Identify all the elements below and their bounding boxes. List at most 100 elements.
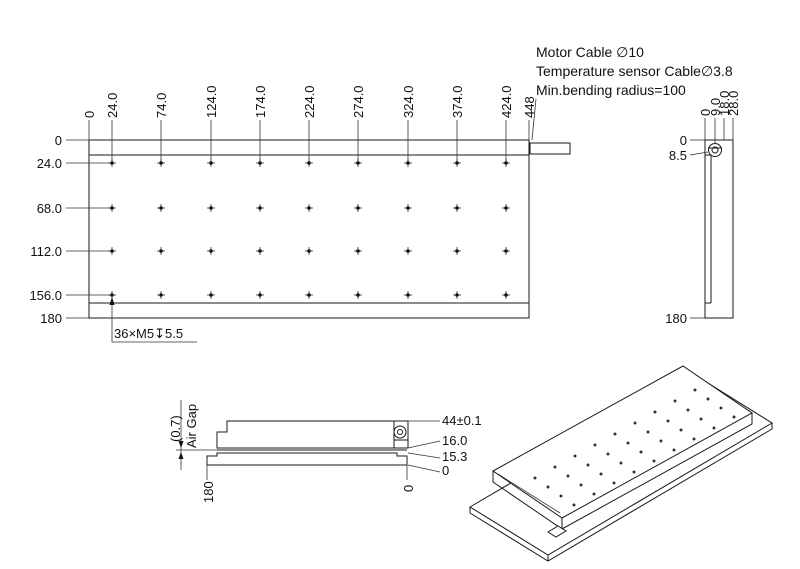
iso-hole — [672, 448, 676, 452]
x-dim-label: 324.0 — [401, 85, 416, 118]
side-dim-8-5: 8.5 — [669, 148, 687, 163]
iso-hole — [712, 426, 716, 430]
iso-hole — [719, 406, 723, 410]
mounting-hole — [404, 247, 412, 255]
front-connector — [393, 425, 407, 439]
mounting-hole — [354, 291, 362, 299]
x-dim-label: 424.0 — [499, 85, 514, 118]
connector-circle — [708, 143, 722, 157]
front-view: (0.7) Air Gap 44±0.1 16.0 15.3 0 180 0 — [168, 400, 482, 503]
mounting-hole — [404, 159, 412, 167]
iso-hole — [639, 450, 643, 454]
y-dim-label: 68.0 — [37, 201, 62, 216]
iso-hole — [572, 503, 576, 507]
side-dim-180: 180 — [665, 311, 687, 326]
iso-hole — [679, 428, 683, 432]
iso-hole — [693, 388, 697, 392]
note-temp-cable: Temperature sensor Cable∅3.8 — [536, 63, 733, 79]
x-dim-label: 374.0 — [450, 85, 465, 118]
iso-hole — [599, 472, 603, 476]
mounting-hole — [207, 159, 215, 167]
motor-cable-stub — [529, 142, 571, 155]
mounting-hole — [207, 247, 215, 255]
mounting-hole — [354, 159, 362, 167]
side-view: 09.018.028.0 0 8.5 180 — [665, 91, 741, 326]
iso-hole — [533, 476, 537, 480]
iso-hole — [606, 452, 610, 456]
iso-hole — [646, 430, 650, 434]
dim-0-bottom: 0 — [401, 485, 416, 492]
mounting-hole — [305, 204, 313, 212]
dim-180-bottom: 180 — [201, 481, 216, 503]
y-dim-label: 24.0 — [37, 156, 62, 171]
iso-hole — [666, 419, 670, 423]
isometric-view — [469, 365, 773, 562]
iso-hole — [592, 492, 596, 496]
mounting-hole — [256, 204, 264, 212]
x-dim-label: 174.0 — [253, 85, 268, 118]
iso-hole — [632, 470, 636, 474]
air-gap-value: (0.7) — [168, 415, 183, 442]
mounting-hole — [256, 291, 264, 299]
mounting-hole — [453, 159, 461, 167]
iso-hole — [579, 483, 583, 487]
iso-hole — [686, 408, 690, 412]
mounting-hole-grid — [108, 159, 510, 299]
iso-hole — [633, 421, 637, 425]
note-motor-cable: Motor Cable ∅10 — [536, 44, 644, 60]
x-dim-label: 0 — [82, 111, 97, 118]
y-dim-label: 180 — [40, 311, 62, 326]
mounting-hole — [207, 204, 215, 212]
mounting-hole — [404, 291, 412, 299]
mounting-hole — [108, 204, 116, 212]
iso-hole — [546, 485, 550, 489]
dim-15-3: 15.3 — [442, 449, 467, 464]
mounting-hole — [207, 291, 215, 299]
mounting-hole — [354, 247, 362, 255]
mounting-hole — [157, 291, 165, 299]
dim-16: 16.0 — [442, 433, 467, 448]
mounting-hole — [157, 159, 165, 167]
iso-hole — [593, 443, 597, 447]
iso-hole — [559, 494, 563, 498]
iso-hole — [566, 474, 570, 478]
y-dim-label: 0 — [55, 133, 62, 148]
x-dim-label: 274.0 — [351, 85, 366, 118]
mounting-hole — [108, 159, 116, 167]
iso-hole — [626, 441, 630, 445]
iso-hole — [706, 397, 710, 401]
iso-hole — [659, 439, 663, 443]
side-top-dim-label: 28.0 — [726, 91, 741, 116]
iso-hole — [553, 465, 557, 469]
iso-hole — [612, 481, 616, 485]
iso-hole — [619, 461, 623, 465]
mounting-hole — [453, 247, 461, 255]
mounting-hole — [108, 247, 116, 255]
air-gap-label: Air Gap — [184, 404, 199, 448]
top-view-outline — [88, 139, 530, 319]
mounting-hole — [453, 291, 461, 299]
iso-hole — [732, 415, 736, 419]
y-dim-label: 112.0 — [30, 244, 62, 259]
mounting-hole — [404, 204, 412, 212]
dim-0-right: 0 — [442, 463, 449, 478]
iso-hole — [573, 454, 577, 458]
side-top-dim-label: 0 — [698, 109, 713, 116]
mounting-hole — [256, 247, 264, 255]
iso-hole — [652, 459, 656, 463]
side-top-dim-label: 18.0 — [717, 91, 732, 116]
mounting-hole — [502, 204, 510, 212]
mounting-hole — [305, 247, 313, 255]
iso-hole — [699, 417, 703, 421]
mounting-hole — [502, 159, 510, 167]
side-dim-0: 0 — [680, 133, 687, 148]
mounting-hole — [157, 204, 165, 212]
mounting-hole — [305, 159, 313, 167]
mounting-hole — [502, 291, 510, 299]
y-dim-label: 156.0 — [29, 288, 62, 303]
mounting-hole — [502, 247, 510, 255]
iso-hole — [653, 410, 657, 414]
note-bending-radius: Min.bending radius=100 — [536, 82, 686, 98]
